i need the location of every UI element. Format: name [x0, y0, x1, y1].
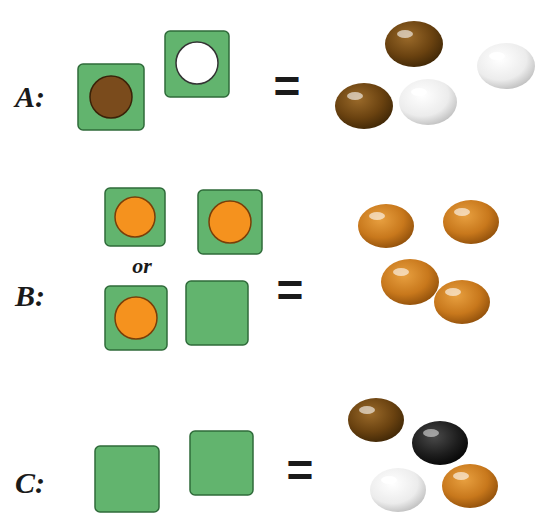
or-word-holder: or — [132, 255, 152, 277]
brown-bead — [335, 83, 393, 129]
brown-bead — [348, 398, 404, 442]
equals-sign-holder: = — [274, 63, 301, 109]
green-tile — [186, 281, 248, 345]
row-letter-holder: B: — [15, 281, 45, 311]
orange-bead — [443, 200, 499, 244]
equals-sign-holder: = — [287, 447, 314, 493]
orange-dot — [115, 197, 155, 237]
green-tile — [105, 286, 167, 350]
green-tile — [165, 31, 229, 97]
row-letter-holder: A: — [15, 82, 45, 112]
white-bead — [399, 79, 457, 125]
row-letter: C: — [15, 468, 45, 498]
orange-dot — [115, 297, 157, 339]
equals-sign: = — [277, 267, 304, 313]
orange-bead — [381, 259, 439, 305]
green-tile — [95, 446, 159, 512]
white-bead — [477, 43, 535, 89]
orange-bead — [442, 464, 498, 508]
or-word: or — [132, 255, 152, 277]
white-dot — [176, 42, 218, 84]
brown-bead — [385, 21, 443, 67]
brown-dot — [90, 76, 132, 118]
equals-sign: = — [274, 63, 301, 109]
green-tile — [190, 431, 253, 495]
row-letter: A: — [15, 82, 45, 112]
orange-bead — [434, 280, 490, 324]
equals-sign: = — [287, 447, 314, 493]
white-bead — [370, 468, 426, 512]
row-letter: B: — [15, 281, 45, 311]
green-tile — [105, 188, 165, 246]
orange-bead — [358, 204, 414, 248]
equals-sign-holder: = — [277, 267, 304, 313]
black-bead — [412, 421, 468, 465]
green-tile — [198, 190, 262, 254]
orange-dot — [209, 201, 251, 243]
row-letter-holder: C: — [15, 468, 45, 498]
green-tile — [78, 64, 144, 130]
